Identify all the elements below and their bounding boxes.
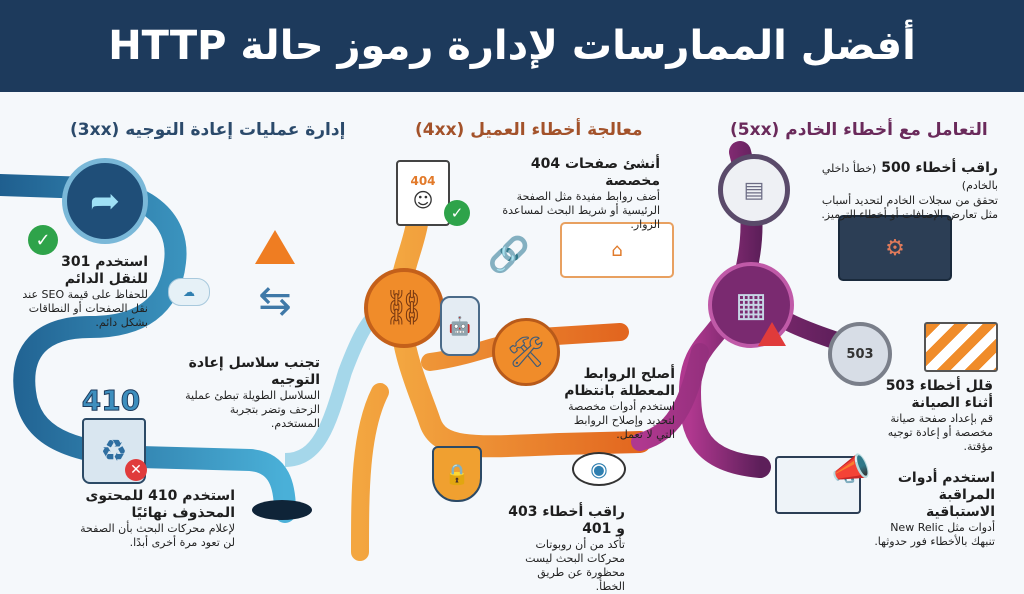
bin-code-410: 410 [81, 383, 141, 417]
card-desc: أضف روابط مفيدة مثل الصفحة الرئيسية أو ش… [502, 190, 660, 231]
redirect-pipe [0, 174, 296, 523]
card-monitor-403-401: راقب أخطاء 403 و 401 تأكد من أن روبوتات … [505, 504, 625, 594]
client-pipe [388, 181, 651, 458]
card-title: أصلح الروابط المعطلة بانتظام [564, 366, 675, 399]
card-title: راقب أخطاء 403 و 401 [508, 504, 625, 537]
section-title-4xx: معالجة أخطاء العميل (4xx) [415, 120, 643, 140]
page-code-404: 404 [410, 174, 436, 188]
header-banner: أفضل الممارسات لإدارة رموز حالة HTTP [0, 0, 1024, 92]
card-title: استخدم 410 للمحتوى المحذوف نهائيًا [85, 488, 235, 521]
card-use-301: استخدم 301 للنقل الدائم للحفاظ على قيمة … [18, 254, 148, 330]
cloud-icon: ☁ [168, 278, 210, 306]
smiley-page-icon: 404☺ [396, 160, 450, 226]
card-desc: لإعلام محركات البحث بأن الصفحة لن تعود م… [80, 522, 235, 549]
card-desc: للحفاظ على قيمة SEO عند نقل الصفحات أو ا… [22, 288, 148, 329]
robot-icon: 🤖 [440, 296, 480, 356]
error-warning-icon [758, 322, 786, 346]
card-use-410: استخدم 410 للمحتوى المحذوف نهائيًا لإعلا… [75, 488, 235, 550]
section-title-3xx: إدارة عمليات إعادة التوجيه (3xx) [70, 120, 346, 140]
card-custom-404: أنشئ صفحات 404 مخصصة أضف روابط مفيدة مثل… [480, 156, 660, 232]
card-desc: استخدم أدوات مخصصة لتحديد وإصلاح الروابط… [568, 400, 675, 441]
redirect-arrow-icon: ➦ [62, 158, 148, 244]
check-badge-icon: ✓ [28, 225, 58, 255]
magnifier-server-icon: ▤ [718, 154, 790, 226]
person-link-icon: 🔗 [487, 235, 531, 275]
card-title-note: (خطأ داخلي بالخادم) [821, 162, 998, 192]
gear-code-503: 503 [846, 346, 874, 362]
card-desc: قم بإعداد صفحة صيانة مخصصة أو إعادة توجي… [887, 412, 993, 453]
card-desc: أدوات مثل New Relic تنبهك بالأخطاء فور ح… [874, 521, 995, 548]
warning-icon [255, 230, 295, 264]
browser-home-icon: ⌂ [560, 222, 674, 278]
card-desc: السلاسل الطويلة تبطئ عملية الزحف وتضر بت… [185, 389, 320, 430]
card-proactive-monitoring: استخدم أدوات المراقبة الاستباقية أدوات م… [870, 470, 995, 549]
card-reduce-503: قلل أخطاء 503 أثناء الصيانة قم بإعداد صف… [858, 378, 993, 454]
card-title: تجنب سلاسل إعادة التوجيه [188, 355, 320, 388]
eye-icon: ◉ [572, 452, 626, 486]
page-title: أفضل الممارسات لإدارة رموز حالة HTTP [108, 23, 916, 69]
section-title-5xx: التعامل مع أخطاء الخادم (5xx) [730, 120, 988, 140]
card-desc: تحقق من سجلات الخادم لتحديد أسباب مثل تع… [821, 194, 998, 221]
card-desc: تأكد من أن روبوتات محركات البحث ليست محظ… [525, 538, 625, 593]
flow-pipes [0, 141, 849, 561]
wrench-screwdriver-icon: 🛠 [492, 318, 560, 386]
card-title: راقب أخطاء 500 [881, 160, 998, 176]
shield-lock-icon: 🔒 [432, 446, 482, 502]
card-monitor-500: راقب أخطاء 500 (خطأ داخلي بالخادم) تحقق … [818, 160, 998, 222]
error-x-icon: ✕ [125, 459, 147, 481]
tangled-arrows-icon: ⇆ [258, 278, 292, 324]
card-avoid-chains: تجنب سلاسل إعادة التوجيه السلاسل الطويلة… [185, 355, 320, 431]
megaphone-icon: 📣 [831, 450, 871, 488]
sink-hole [252, 500, 312, 520]
construction-barrier-icon [924, 322, 998, 372]
card-fix-broken-links: أصلح الروابط المعطلة بانتظام استخدم أدوا… [555, 366, 675, 442]
dashboard-icon [775, 456, 861, 514]
card-title: قلل أخطاء 503 أثناء الصيانة [885, 378, 993, 411]
card-title: استخدم أدوات المراقبة الاستباقية [897, 470, 995, 520]
broken-link-icon: ⛓ [364, 268, 444, 348]
check-badge-icon: ✓ [444, 200, 470, 226]
barrier-gear-icon: 503 [828, 322, 892, 386]
card-title: استخدم 301 للنقل الدائم [61, 254, 148, 287]
code-logs-icon: ⚙ [838, 215, 952, 281]
card-title: أنشئ صفحات 404 مخصصة [530, 156, 660, 189]
